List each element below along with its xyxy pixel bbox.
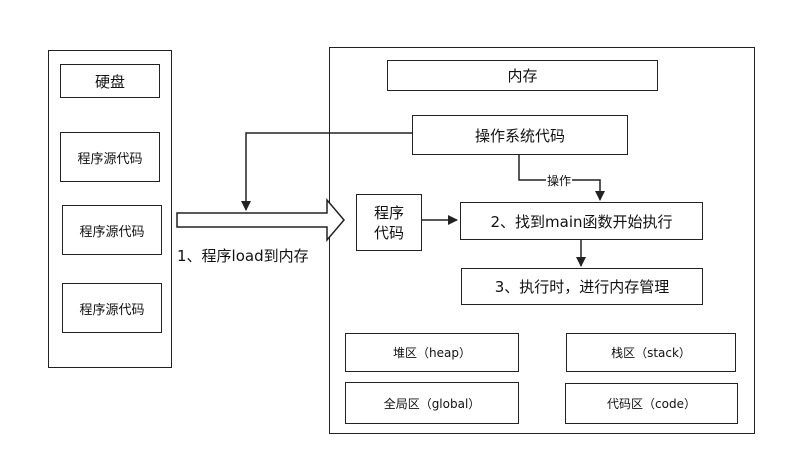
os-code-box: 操作系统代码 xyxy=(412,115,628,155)
step3-box: 3、执行时，进行内存管理 xyxy=(461,268,703,305)
program-code-box: 程序 代码 xyxy=(356,194,422,251)
stack-region: 栈区（stack） xyxy=(566,333,736,372)
global-region: 全局区（global） xyxy=(345,382,519,424)
os-to-load-connector xyxy=(241,132,412,211)
heap-region: 堆区（heap） xyxy=(345,333,519,372)
disk-title: 硬盘 xyxy=(60,64,160,98)
code-region: 代码区（code） xyxy=(565,383,738,424)
disk-item-2: 程序源代码 xyxy=(62,205,162,255)
step2-box: 2、找到main函数开始执行 xyxy=(460,202,703,240)
operate-label: 操作 xyxy=(546,172,573,189)
memory-title: 内存 xyxy=(387,60,658,91)
disk-item-1: 程序源代码 xyxy=(60,132,160,182)
load-arrow xyxy=(176,197,345,243)
disk-item-3: 程序源代码 xyxy=(62,283,162,333)
load-label: 1、程序load到内存 xyxy=(177,247,309,265)
